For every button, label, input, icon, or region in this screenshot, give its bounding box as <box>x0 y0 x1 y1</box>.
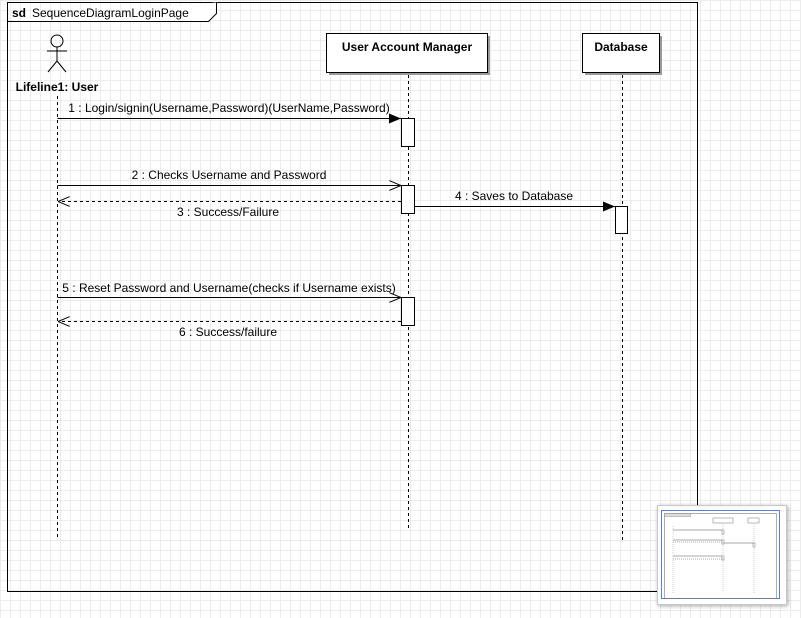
lifeline-user[interactable]: Lifeline1: User <box>16 34 99 540</box>
lifeline-db-label: Database <box>594 40 648 54</box>
message-2-label: 2 : Checks Username and Password <box>132 168 327 182</box>
lifeline-uam-shadow <box>488 36 490 75</box>
lifeline-uam-shadow-bottom <box>329 73 490 75</box>
message-1-label: 1 : Login/signin(Username,Password)(User… <box>68 101 389 115</box>
lifeline-uam-head <box>326 33 488 73</box>
lifeline-user-label: Lifeline1: User <box>16 80 99 94</box>
frame-tag-pentagon <box>7 2 217 22</box>
message-2[interactable]: 2 : Checks Username and Password <box>57 168 402 186</box>
message-3[interactable]: 3 : Success/Failure <box>58 202 401 220</box>
minimap-overview[interactable] <box>657 505 787 605</box>
message-1[interactable]: 1 : Login/signin(Username,Password)(User… <box>57 101 402 124</box>
message-5-label: 5 : Reset Password and Username(checks i… <box>62 281 395 295</box>
activation-bar-uam-3[interactable] <box>401 297 415 326</box>
message-6[interactable]: 6 : Success/failure <box>58 322 401 340</box>
lifeline-database[interactable]: Database <box>582 33 663 541</box>
frame-keyword: sd <box>12 6 26 20</box>
actor-stick-figure-icon <box>47 34 67 73</box>
frame-name: SequenceDiagramLoginPage <box>32 6 189 20</box>
lifeline-db-head <box>582 33 660 73</box>
sequence-frame[interactable] <box>7 2 698 592</box>
activation-bar-uam-2[interactable] <box>401 185 415 214</box>
message-3-label: 3 : Success/Failure <box>177 205 279 219</box>
message-4-label: 4 : Saves to Database <box>455 189 573 203</box>
lifeline-user-account-manager[interactable]: User Account Manager <box>326 33 491 529</box>
lifeline-db-shadow-bottom <box>585 73 662 75</box>
minimap-viewport-indicator[interactable] <box>661 510 780 599</box>
message-5[interactable]: 5 : Reset Password and Username(checks i… <box>57 281 402 298</box>
lifeline-db-shadow <box>660 36 662 75</box>
activation-bar-db-1[interactable] <box>615 206 628 234</box>
activation-bar-uam-1[interactable] <box>401 118 415 147</box>
minimap-thumbnail <box>661 510 780 599</box>
message-6-label: 6 : Success/failure <box>179 325 277 339</box>
message-4[interactable]: 4 : Saves to Database <box>414 189 616 212</box>
lifeline-uam-label: User Account Manager <box>342 40 473 54</box>
